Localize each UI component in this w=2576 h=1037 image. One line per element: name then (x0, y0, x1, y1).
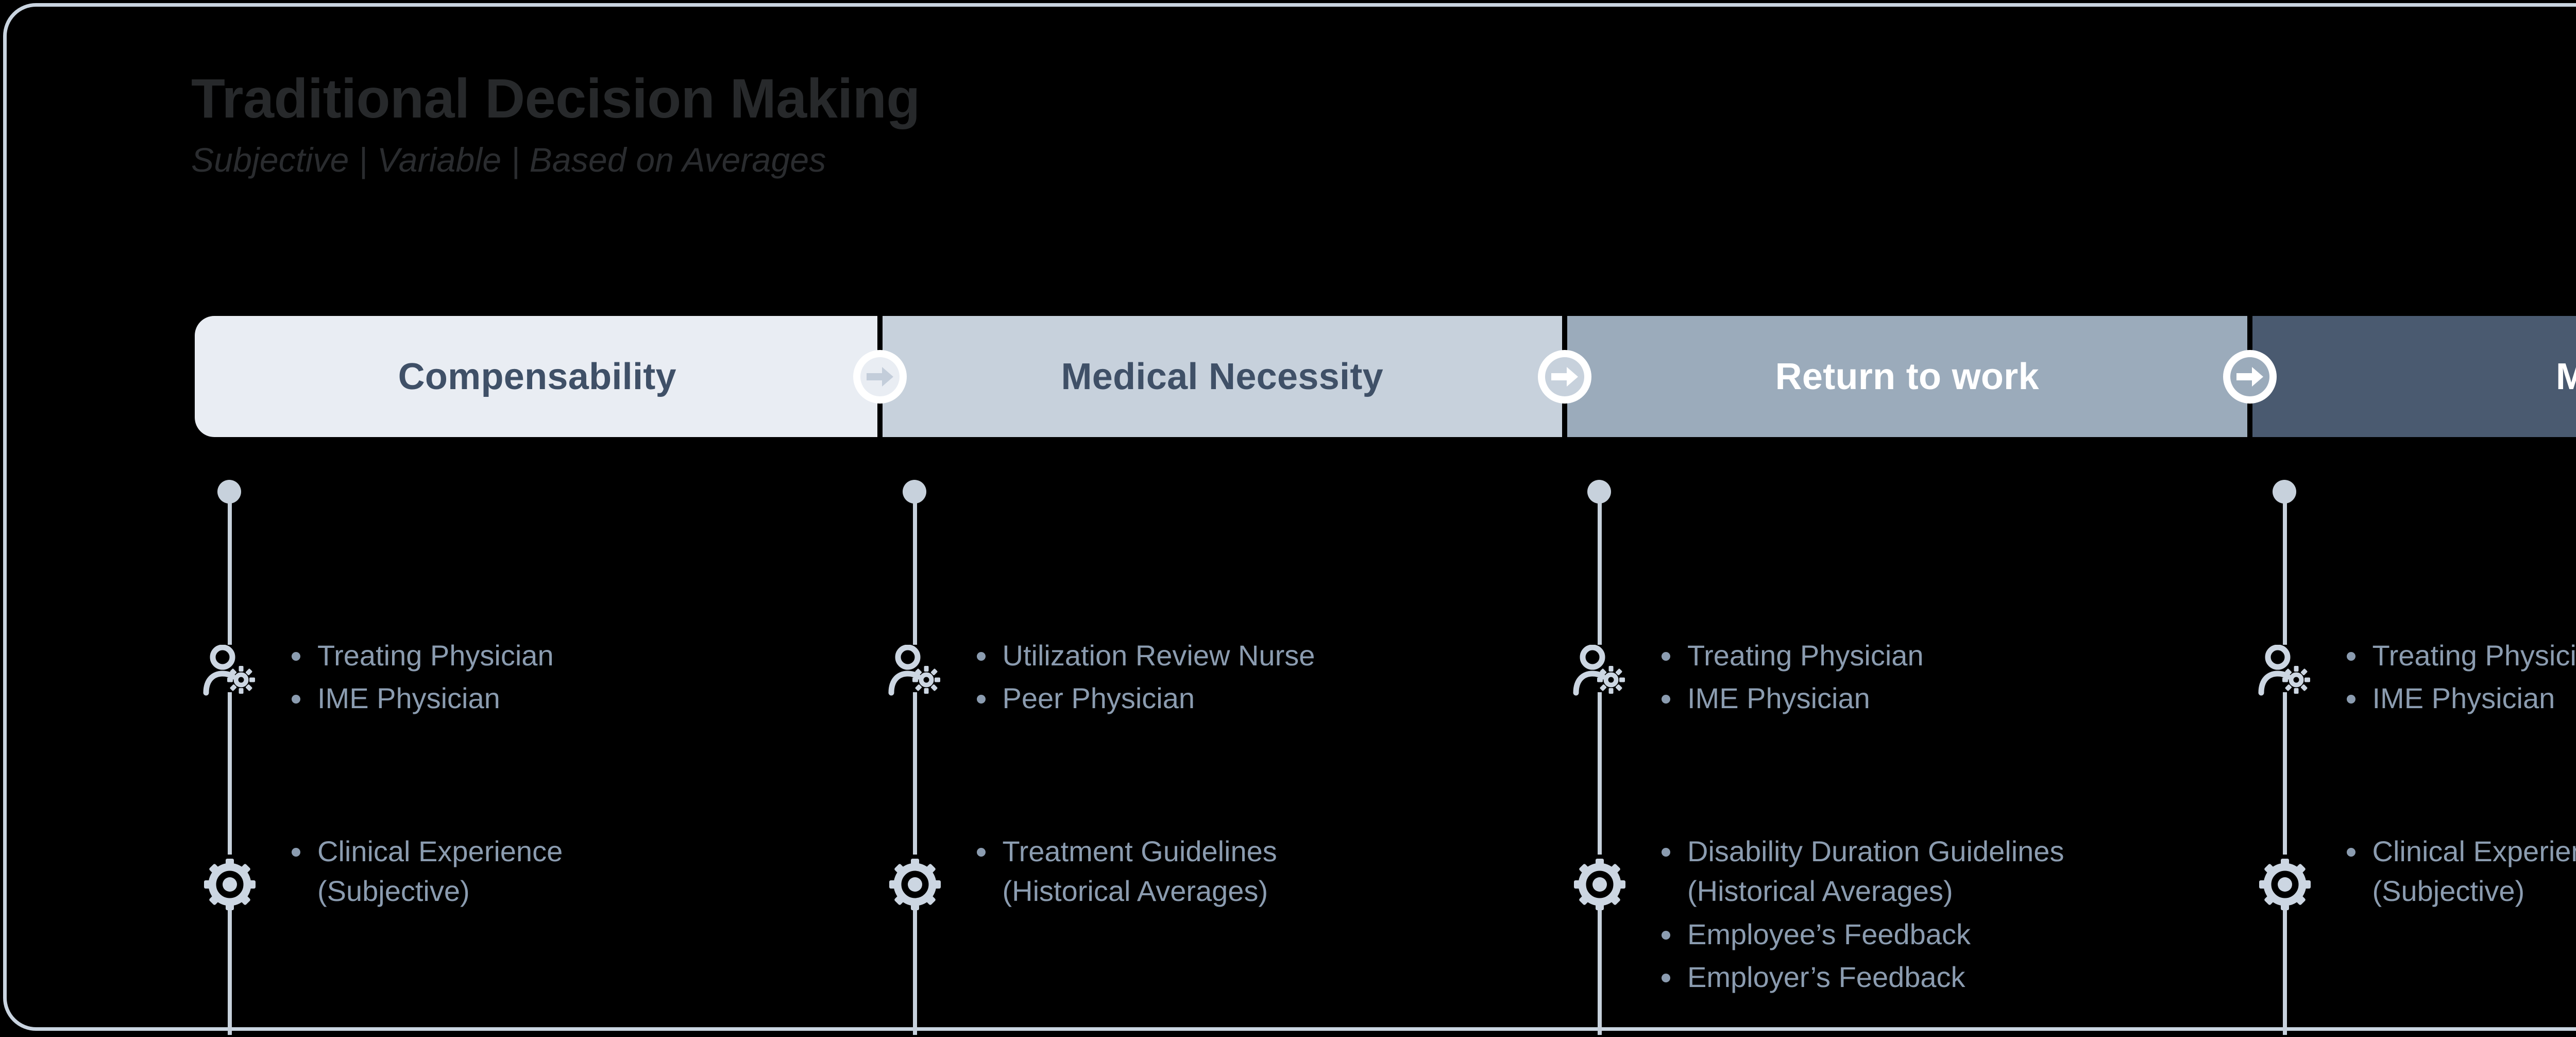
list-item: Treatment Guidelines (Historical Averages… (973, 831, 1612, 911)
list-item-line2: (Subjective) (2372, 875, 2525, 908)
list-item-line1: Employee’s Feedback (1687, 917, 1971, 950)
timeline-rail (1598, 906, 1602, 1035)
list-item-line1: Treatment Guidelines (1002, 835, 1277, 867)
inputs-list: Clinical Experience (Subjective) (2343, 831, 2576, 914)
inputs-list: Disability Duration Guidelines (Historica… (1657, 831, 2296, 1000)
arrow-right-icon (1545, 357, 1584, 396)
list-item-line1: Disability Duration Guidelines (1687, 835, 2064, 867)
person-gear-icon (2255, 641, 2315, 700)
list-item: Employee’s Feedback (1657, 914, 2296, 954)
page-subtitle: Subjective | Variable | Based on Average… (191, 140, 826, 179)
person-gear-icon (1570, 641, 1630, 700)
stage-advance-node[interactable] (853, 349, 907, 404)
timeline-rail (228, 495, 232, 645)
stage-advance-node[interactable] (2223, 349, 2277, 404)
list-item-line2: (Subjective) (317, 875, 470, 908)
list-item-line1: Clinical Experience (317, 835, 563, 867)
stage-label: Medical Necessity (1061, 356, 1383, 397)
list-item: Treating Physician (1657, 635, 2296, 675)
list-item: Treating Physician (2343, 635, 2576, 675)
timeline-rail (912, 692, 917, 855)
list-item: Clinical Experience (Subjective) (287, 831, 926, 911)
list-item: Peer Physician (973, 678, 1612, 718)
stage-segment-4[interactable]: MMI (2249, 316, 2576, 437)
list-item: IME Physician (1657, 678, 2296, 718)
gear-icon (2255, 855, 2315, 914)
timeline-rail (228, 906, 232, 1035)
inputs-list: Clinical Experience (Subjective) (287, 831, 926, 914)
diagram-card: Traditional Decision Making Subjective |… (3, 3, 2576, 1035)
person-gear-icon (200, 641, 260, 700)
list-item-line2: (Historical Averages) (1687, 875, 1953, 908)
stage-segment-3[interactable]: Return to work (1565, 315, 2277, 438)
stage-label: Compensability (398, 356, 676, 397)
list-item: IME Physician (2343, 678, 2576, 718)
timeline-rail (1598, 495, 1602, 645)
stage-segment-2[interactable]: Medical Necessity (879, 315, 1591, 438)
timeline-rail (1598, 692, 1602, 855)
list-item: Treating Physician (287, 635, 926, 675)
stage-advance-node[interactable] (1538, 349, 1591, 404)
stage-progress-bar: Compensability Medical Necessity Return to… (195, 315, 2576, 438)
list-item-line1: Clinical Experience (2372, 835, 2576, 867)
list-item-line2: (Historical Averages) (1002, 875, 1268, 908)
gear-icon (200, 855, 260, 914)
stage-label: Return to work (1775, 356, 2039, 397)
page-title: Traditional Decision Making (191, 67, 920, 129)
stage-segment-1[interactable]: Compensability (195, 315, 907, 438)
arrow-right-icon (2230, 357, 2269, 396)
timeline-rail (2282, 692, 2287, 855)
list-item: IME Physician (287, 678, 926, 718)
list-item: Utilization Review Nurse (973, 635, 1612, 675)
timeline-rail (228, 692, 232, 855)
header: Traditional Decision Making Subjective |… (191, 67, 2355, 179)
list-item-line1: Employer’s Feedback (1687, 960, 1965, 993)
timeline-rail (2282, 906, 2287, 1035)
list-item: Disability Duration Guidelines (Historica… (1657, 831, 2296, 911)
timeline-rail (2282, 495, 2287, 645)
gear-icon (885, 855, 945, 914)
list-item: Employer’s Feedback (1657, 957, 2296, 997)
gear-icon (1570, 855, 1630, 914)
arrow-right-icon (860, 357, 900, 396)
stage-label: MMI (2555, 356, 2576, 397)
timeline-rail (912, 906, 917, 1035)
person-gear-icon (885, 641, 945, 700)
inputs-list: Treatment Guidelines (Historical Averages… (973, 831, 1612, 914)
list-item: Clinical Experience (Subjective) (2343, 831, 2576, 911)
timeline-rail (912, 495, 917, 645)
